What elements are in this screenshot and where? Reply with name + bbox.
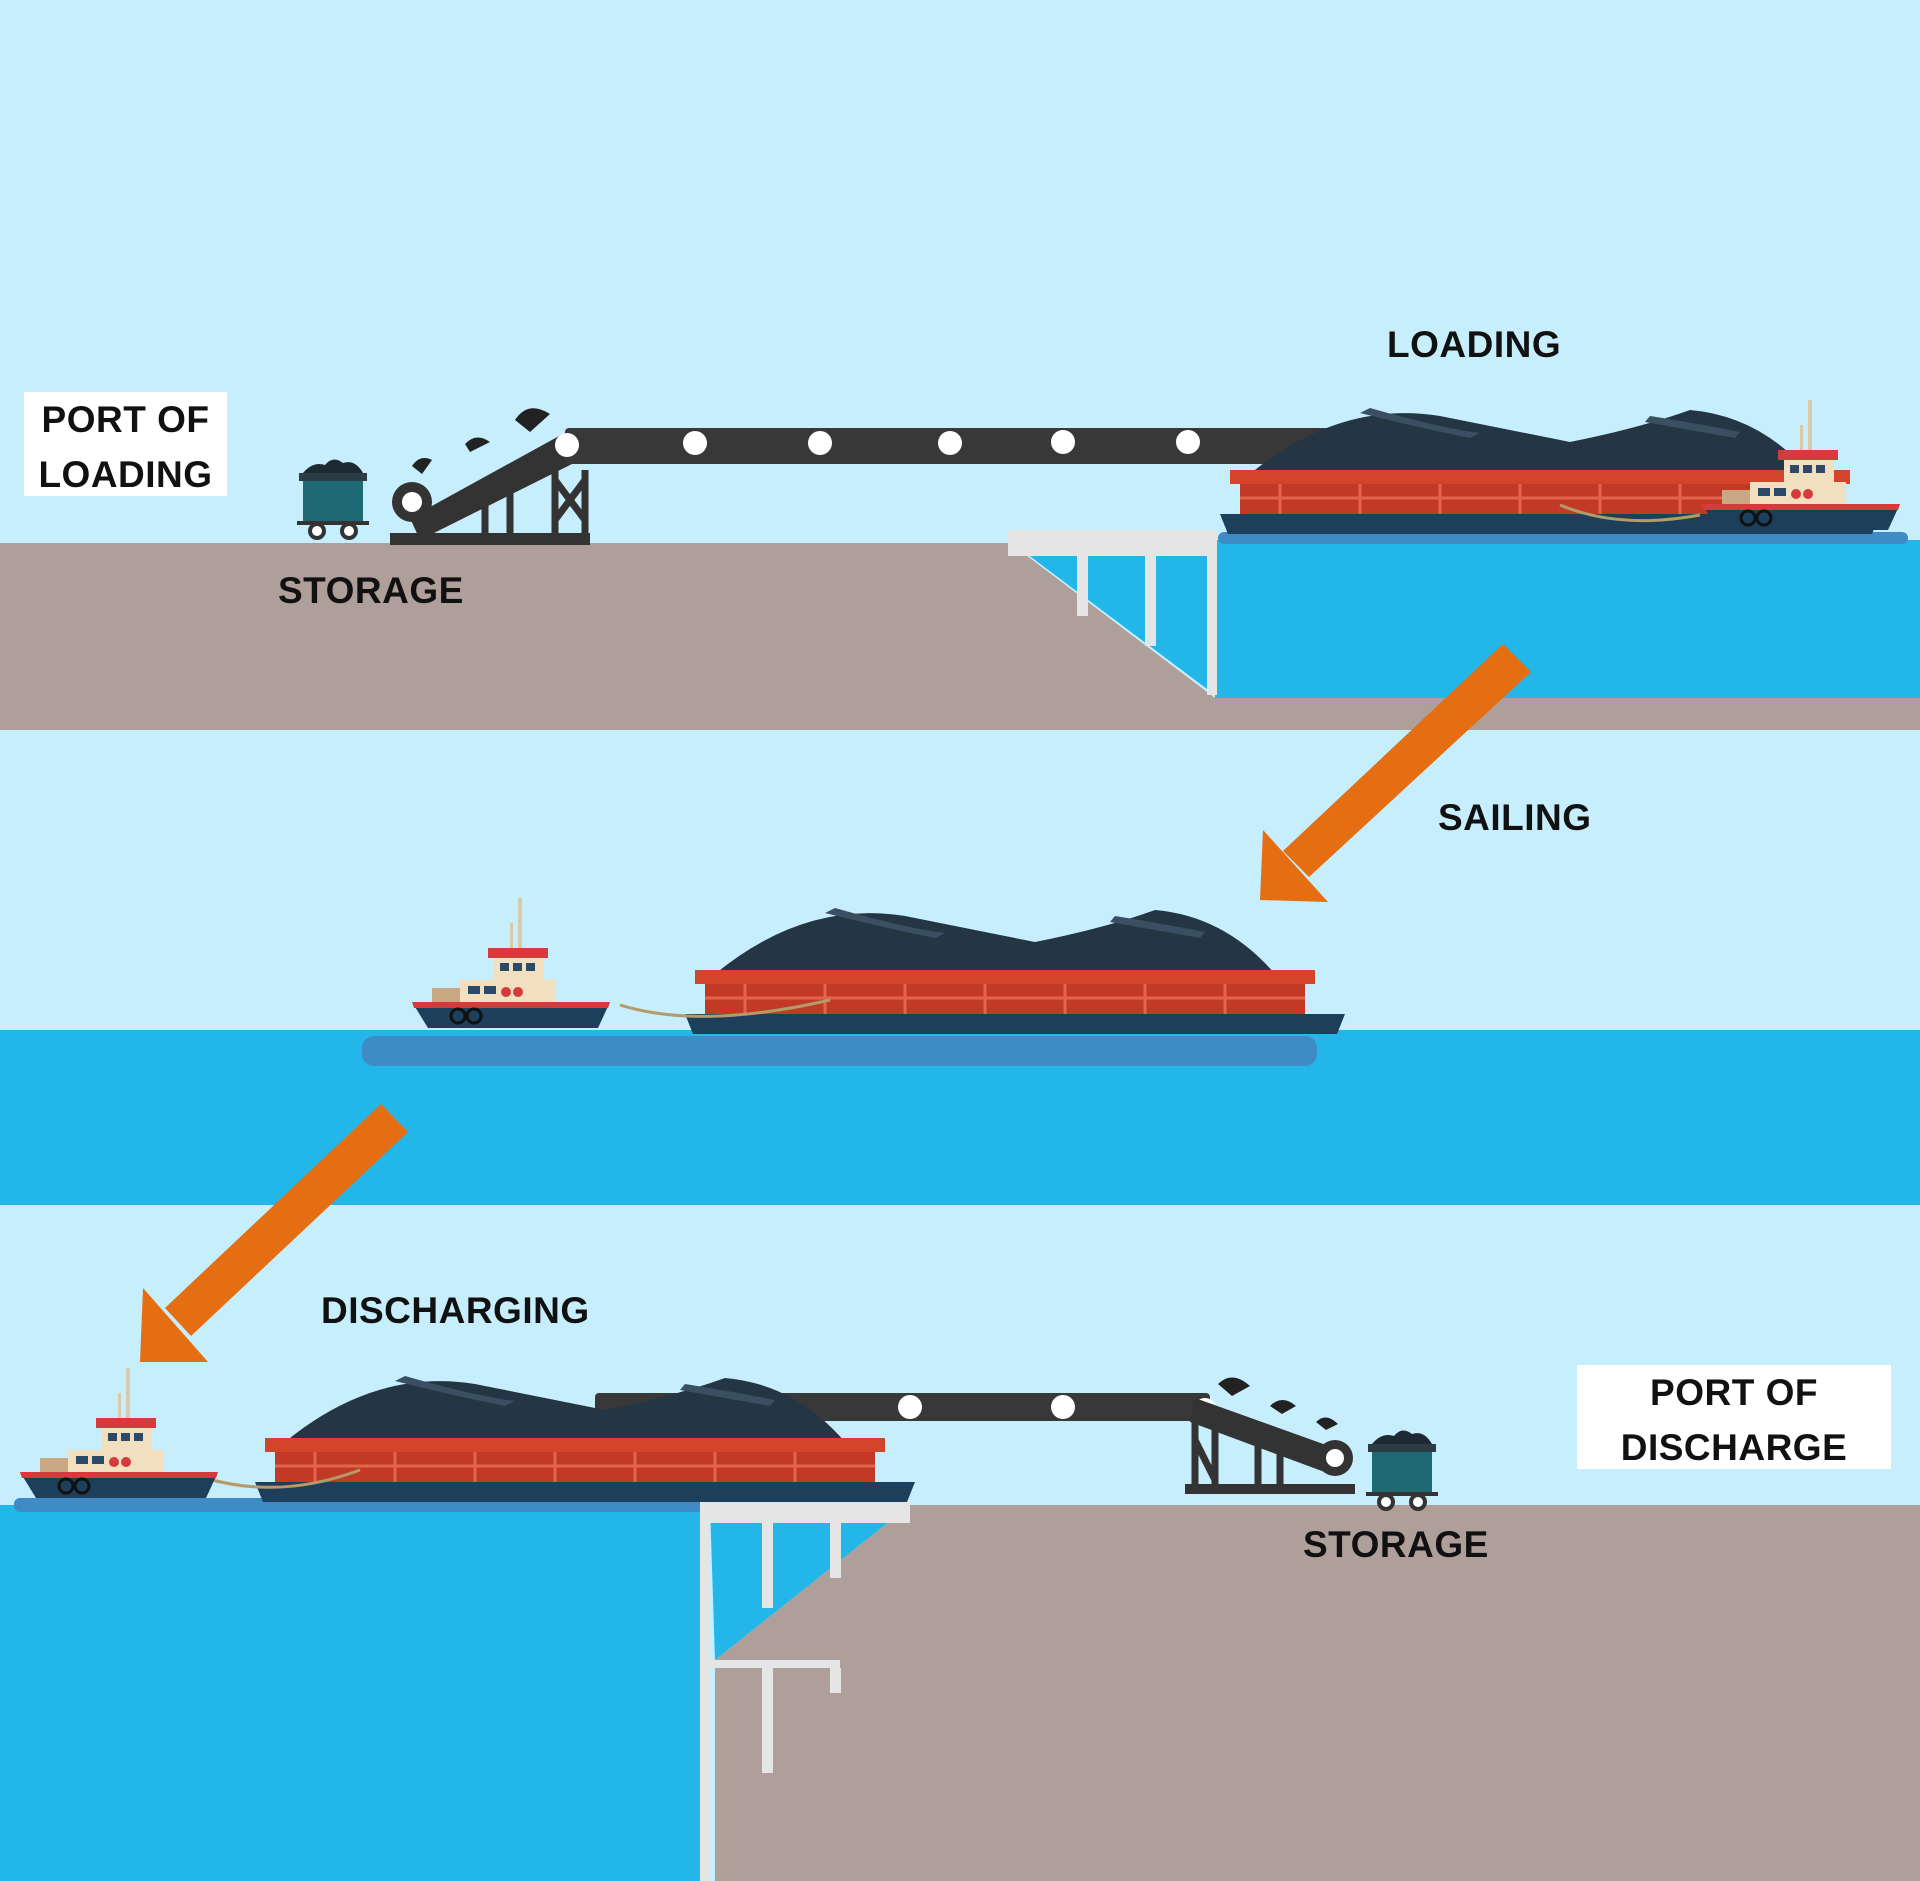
- land-top: [0, 543, 1215, 730]
- water-top: [1215, 540, 1920, 700]
- arrow-icon-discharging: [140, 1104, 408, 1362]
- port-of-discharge-line-2: DISCHARGE: [1620, 1427, 1848, 1468]
- conveyor-icon-top: [390, 408, 1340, 545]
- pier-icon-top: [1008, 530, 1217, 695]
- loading-label: LOADING: [1387, 324, 1562, 365]
- water-bottom: [0, 1505, 710, 1881]
- coal-cart-icon-bottom: [1364, 1428, 1440, 1511]
- storage-label-top: STORAGE: [278, 570, 464, 611]
- port-of-discharge-label: PORT OF DISCHARGE: [1577, 1365, 1891, 1469]
- port-of-loading-label: PORT OF LOADING: [24, 392, 227, 496]
- land-bottom: [715, 1505, 1920, 1881]
- coal-barge-icon-middle: [683, 906, 1347, 1036]
- sailing-label: SAILING: [1438, 797, 1592, 838]
- discharging-label: DISCHARGING: [321, 1290, 590, 1331]
- arrow-icon-sailing: [1260, 644, 1531, 902]
- tugboat-icon-middle: [410, 896, 612, 1030]
- port-of-discharge-line-1: PORT OF: [1650, 1372, 1818, 1413]
- port-of-loading-line-2: LOADING: [38, 454, 213, 495]
- storage-label-bottom: STORAGE: [1303, 1524, 1489, 1565]
- port-of-loading-line-1: PORT OF: [41, 399, 210, 440]
- tugboat-icon-bottom: [18, 1366, 220, 1500]
